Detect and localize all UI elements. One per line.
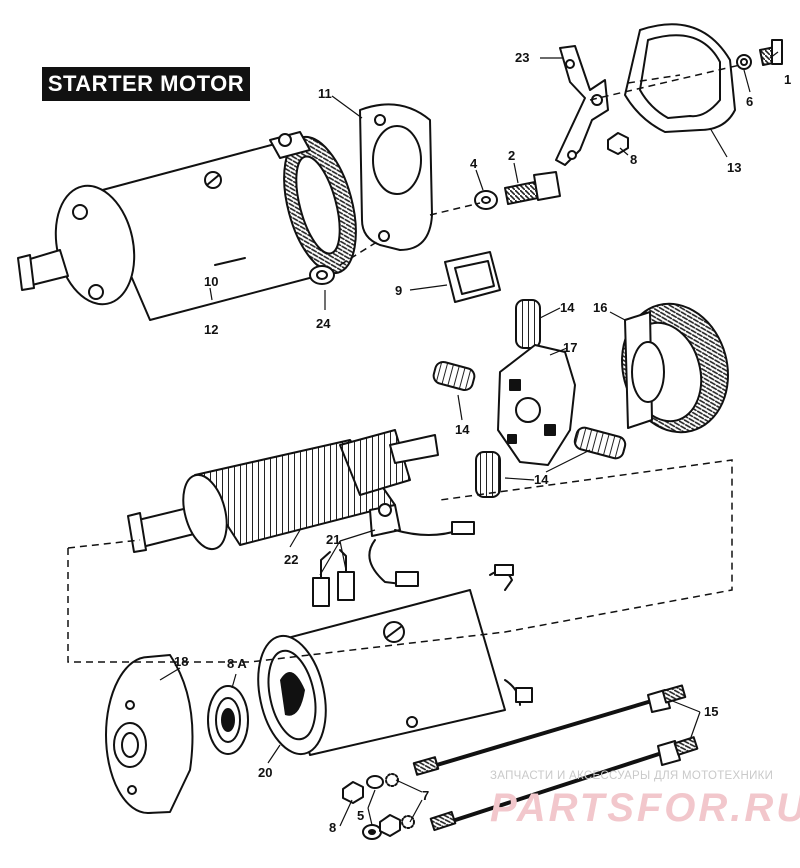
- star-washer-7-upper: [385, 773, 399, 787]
- spring-14-top: [515, 299, 541, 349]
- callout-2: 2: [508, 148, 515, 163]
- callout-10: 10: [204, 274, 218, 289]
- callout-14-bottom: 14: [534, 472, 549, 487]
- watermark-caption: ЗАПЧАСТИ И АКСЕССУАРЫ ДЛЯ МОТОТЕХНИКИ: [490, 770, 774, 782]
- callout-7: 7: [422, 788, 429, 803]
- armature-22: [127, 429, 439, 553]
- diagram-title: STARTER MOTOR: [42, 67, 250, 101]
- spring-14-bottom: [475, 451, 501, 498]
- callout-9: 9: [395, 283, 402, 298]
- end-housing-18: [105, 654, 194, 814]
- gasket-plate: [359, 103, 433, 251]
- washer-5-lower: [362, 824, 382, 840]
- callout-15: 15: [704, 704, 718, 719]
- callout-11: 11: [318, 86, 332, 101]
- field-frame-20: [257, 564, 533, 756]
- callout-17: 17: [563, 340, 577, 355]
- callout-8-bottom: 8: [329, 820, 336, 835]
- terminal-boot: [444, 251, 501, 303]
- callout-14-top: 14: [560, 300, 575, 315]
- washer-5-upper: [366, 775, 384, 789]
- callout-8-top: 8: [630, 152, 637, 167]
- callout-12: 12: [204, 322, 218, 337]
- bolt-2: [504, 171, 561, 205]
- spring-14-left: [432, 360, 476, 392]
- callout-1: 1: [784, 72, 791, 87]
- nut-8-top: [607, 132, 629, 155]
- nut-8-bottom: [342, 781, 364, 804]
- callout-22: 22: [284, 552, 298, 567]
- callout-4: 4: [470, 156, 478, 171]
- strap-band-13: [624, 23, 736, 133]
- callout-5: 5: [357, 808, 364, 823]
- callout-24: 24: [316, 316, 331, 331]
- brush-plate-17: [497, 344, 576, 466]
- callout-8a: 8 A: [227, 656, 247, 671]
- through-bolt-lower: [429, 736, 699, 832]
- watermark-brand: PARTSFOR.RU: [490, 786, 800, 830]
- brush-assembly-21: [312, 503, 475, 607]
- callout-6: 6: [746, 94, 753, 109]
- callout-23: 23: [515, 50, 529, 65]
- callout-21: 21: [326, 532, 340, 547]
- through-bolt-upper: [412, 684, 687, 776]
- screw-1: [759, 39, 783, 66]
- callout-20: 20: [258, 765, 272, 780]
- callout-18: 18: [174, 654, 188, 669]
- washer-4: [474, 190, 498, 210]
- nut-8-lower: [379, 814, 401, 837]
- callout-13: 13: [727, 160, 741, 175]
- washer-24: [309, 265, 335, 285]
- callout-14-left: 14: [455, 422, 470, 437]
- bracket-23: [555, 45, 609, 166]
- alignment-lines: [67, 64, 741, 663]
- leader-lines: [159, 51, 779, 827]
- bearing-8a: [207, 685, 249, 755]
- end-cap-16: [621, 302, 729, 434]
- lock-washer-6: [736, 54, 752, 70]
- starter-motor-assembly: [17, 131, 357, 321]
- callout-16: 16: [593, 300, 607, 315]
